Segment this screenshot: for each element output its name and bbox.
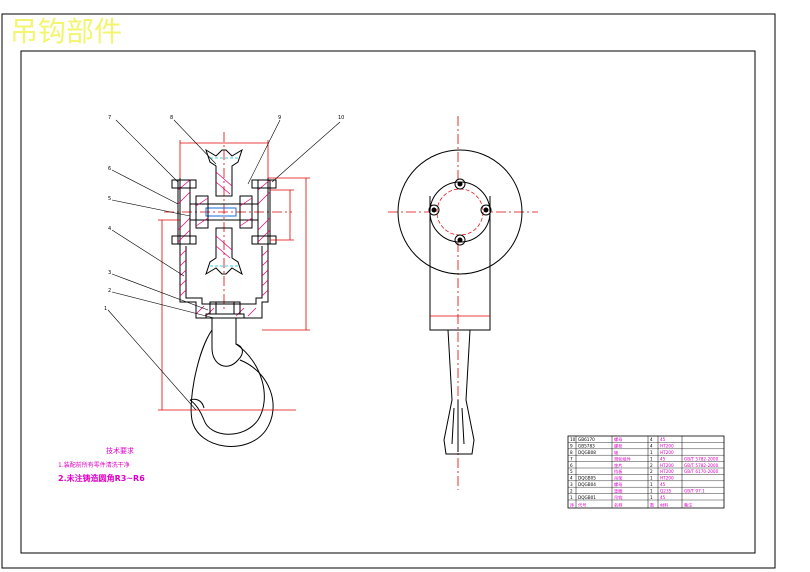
bom-cell: 4 [650,437,653,442]
bom-cell: 螺栓 [614,443,623,450]
side-view [388,116,538,490]
bom-cell: 滑轮组件 [614,455,631,462]
bom-cell: 3 [570,482,573,487]
bom-cell: 45 [660,495,666,500]
bom-cell: 4 [650,444,653,449]
bom-cell: 2 [650,469,653,474]
notes-heading: 技术要求 [106,446,134,455]
hook-outer-curve [190,329,274,447]
leader-label-8: 8 [170,115,173,121]
hook-side-profile [443,329,475,455]
leader-label-10: 10 [338,115,344,121]
bom-cell: GB/T 5782-2000 [684,456,719,461]
bom-cell: HT200 [660,444,674,449]
bom-cell: 45 [660,482,666,487]
bom-cell: Q235 [660,488,672,493]
bom-cell: 1 [650,488,653,493]
bom-cell: 2 [570,488,573,493]
bom-cell: HT200 [660,463,674,468]
sheet-title: 吊钩部件 [10,15,122,48]
leader-label-3: 3 [108,270,111,276]
bom-cell: 45 [660,456,666,461]
leader-lines [107,119,341,411]
bom-cell: GB6170 [578,437,595,442]
bom-cell: 2 [650,463,653,468]
axle-keyway [205,207,237,217]
housing-inner-outline [185,246,263,305]
bom-cell: 45 [660,437,666,442]
inner-border [20,50,756,554]
bom-header-cell: 材料 [660,501,669,508]
bom-cell: 1 [650,495,653,500]
bolt-bottom-left [171,235,197,245]
leader-label-1: 1 [104,306,107,312]
axle-shaft [189,203,259,221]
bom-cell: GB5783 [578,444,595,449]
bom-cell: DQGB08 [578,450,596,455]
bom-cell: 5 [570,469,573,474]
bushing-right [239,195,253,229]
bom-header-cell: 名称 [614,501,622,508]
bom-cell: HT200 [660,469,674,474]
bom-cell: 9 [570,444,573,449]
bom-cell: DQGB04 [578,482,596,487]
sheave-outer-circle [397,149,523,275]
bom-cell: GB/T 6170-2000 [684,469,719,474]
sheave-top [205,148,243,197]
leader-label-4: 4 [108,226,111,232]
bom-cell: 轴 [614,449,618,456]
bom-cell: 1 [570,495,573,500]
bom-cell: DQGB01 [578,495,596,500]
bom-header-cell: 数 [650,501,655,508]
bom-cell: DQGB05 [578,476,596,481]
leader-label-9: 9 [278,115,281,121]
bom-header-cell: 代号 [578,501,586,508]
leader-label-6: 6 [108,166,111,172]
bom-cell: 8 [570,450,573,455]
bom-cell: GB/T 5782-2000 [684,463,719,468]
bom-cell: 吊钩 [614,494,622,501]
bom-cell: 7 [570,456,573,461]
bom-cell: 挡板 [614,468,623,475]
side-housing-body [429,212,491,331]
bom-cell: 10 [570,437,576,442]
leader-label-7: 7 [108,115,111,121]
bom-cell: 1 [650,450,653,455]
bolt-top-left [171,179,197,189]
bom-cell: 1 [650,476,653,481]
hook-shank [211,318,243,367]
technical-notes: 技术要求 1.装配前所有零件清洗干净 2.未注铸造圆角R3~R6 [58,446,145,483]
bom-cell: 4 [570,476,573,481]
notes-line-1: 1.装配前所有零件清洗干净 [58,461,130,469]
bom-cell: 1 [650,456,653,461]
leader-label-5: 5 [108,196,111,202]
bom-cell: 螺母 [614,436,622,443]
bom-cell: 螺母 [614,481,622,488]
bom-cell: 垫圈 [614,487,622,494]
side-bolts [428,178,492,246]
bom-cell: 1 [650,482,653,487]
bom-cell: 6 [570,463,573,468]
bom-cell: 吊架 [614,476,622,482]
bom-header-cell: 备注 [684,501,693,508]
hook-tip [189,398,205,409]
notes-line-2: 2.未注铸造圆角R3~R6 [58,473,145,483]
bom-cell: 垫片 [614,462,622,469]
bom-cell: HT200 [660,476,674,481]
sheave-bottom [205,227,243,276]
bushing-left [195,195,209,229]
hook-inner-curve [189,343,265,435]
front-section-view: 7 8 9 10 6 5 4 3 2 1 [104,115,344,447]
leader-label-2: 2 [108,288,111,294]
bom-cell: HT200 [660,450,674,455]
bom-header-cell: 序 [570,501,574,508]
bom-cell: GB/T 97.1 [684,488,705,493]
outer-border [1,13,776,569]
bolt-pitch-circle [436,188,484,236]
bolt-top-right [251,179,277,189]
